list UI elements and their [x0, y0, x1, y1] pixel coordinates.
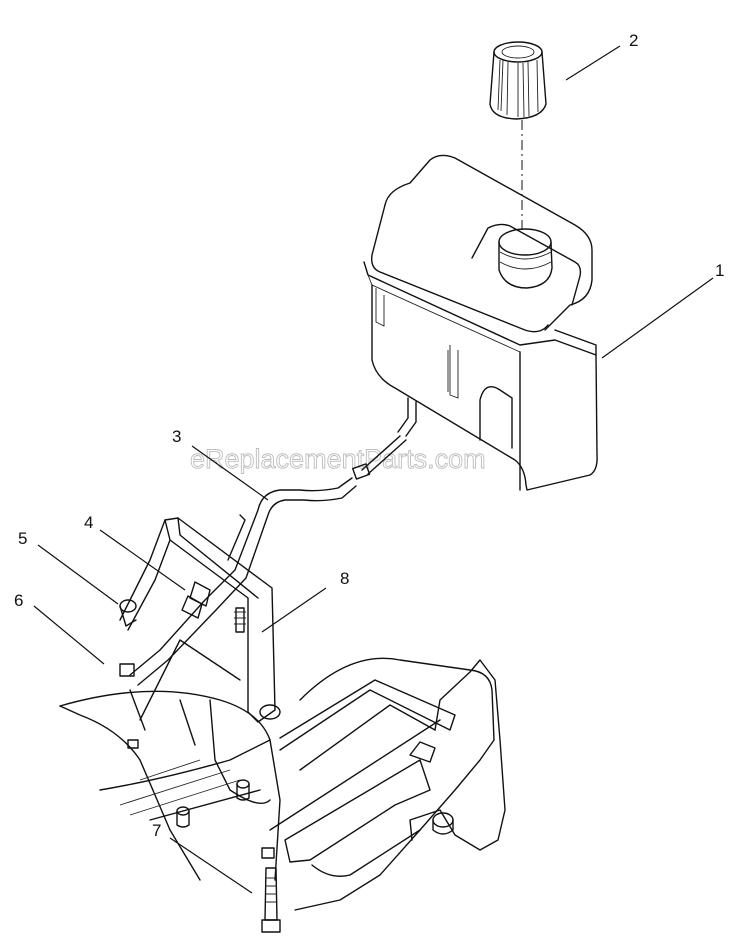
callout-3-leader	[191, 445, 269, 501]
callout-7-number: 7	[152, 821, 161, 840]
callout-1-leader	[601, 277, 714, 359]
callout-1-number: 1	[715, 261, 724, 280]
watermark-text: eReplacementParts.com	[190, 444, 486, 474]
callout-5-leader	[37, 544, 119, 605]
callout-3-number: 3	[172, 427, 181, 446]
handle-frame	[261, 659, 506, 877]
callout-8-number: 8	[340, 569, 349, 588]
fuel-valve-part	[119, 599, 137, 627]
callout-2-number: 2	[629, 31, 638, 50]
engine-deck	[59, 639, 495, 911]
callout-7-leader	[169, 837, 253, 894]
callout-2-leader	[565, 45, 621, 81]
fuel-tank-part	[363, 154, 598, 491]
tank-bracket-part	[119, 514, 281, 723]
bolt-part	[261, 867, 281, 933]
fuel-cap-part	[489, 41, 547, 120]
callout-4-number: 4	[84, 513, 93, 532]
callout-6-leader	[33, 605, 105, 665]
callout-4-leader	[99, 529, 186, 591]
callout-6-number: 6	[14, 591, 23, 610]
callout-5-number: 5	[18, 529, 27, 548]
fuel-line-part	[119, 435, 407, 686]
callout-8-leader	[261, 587, 327, 633]
